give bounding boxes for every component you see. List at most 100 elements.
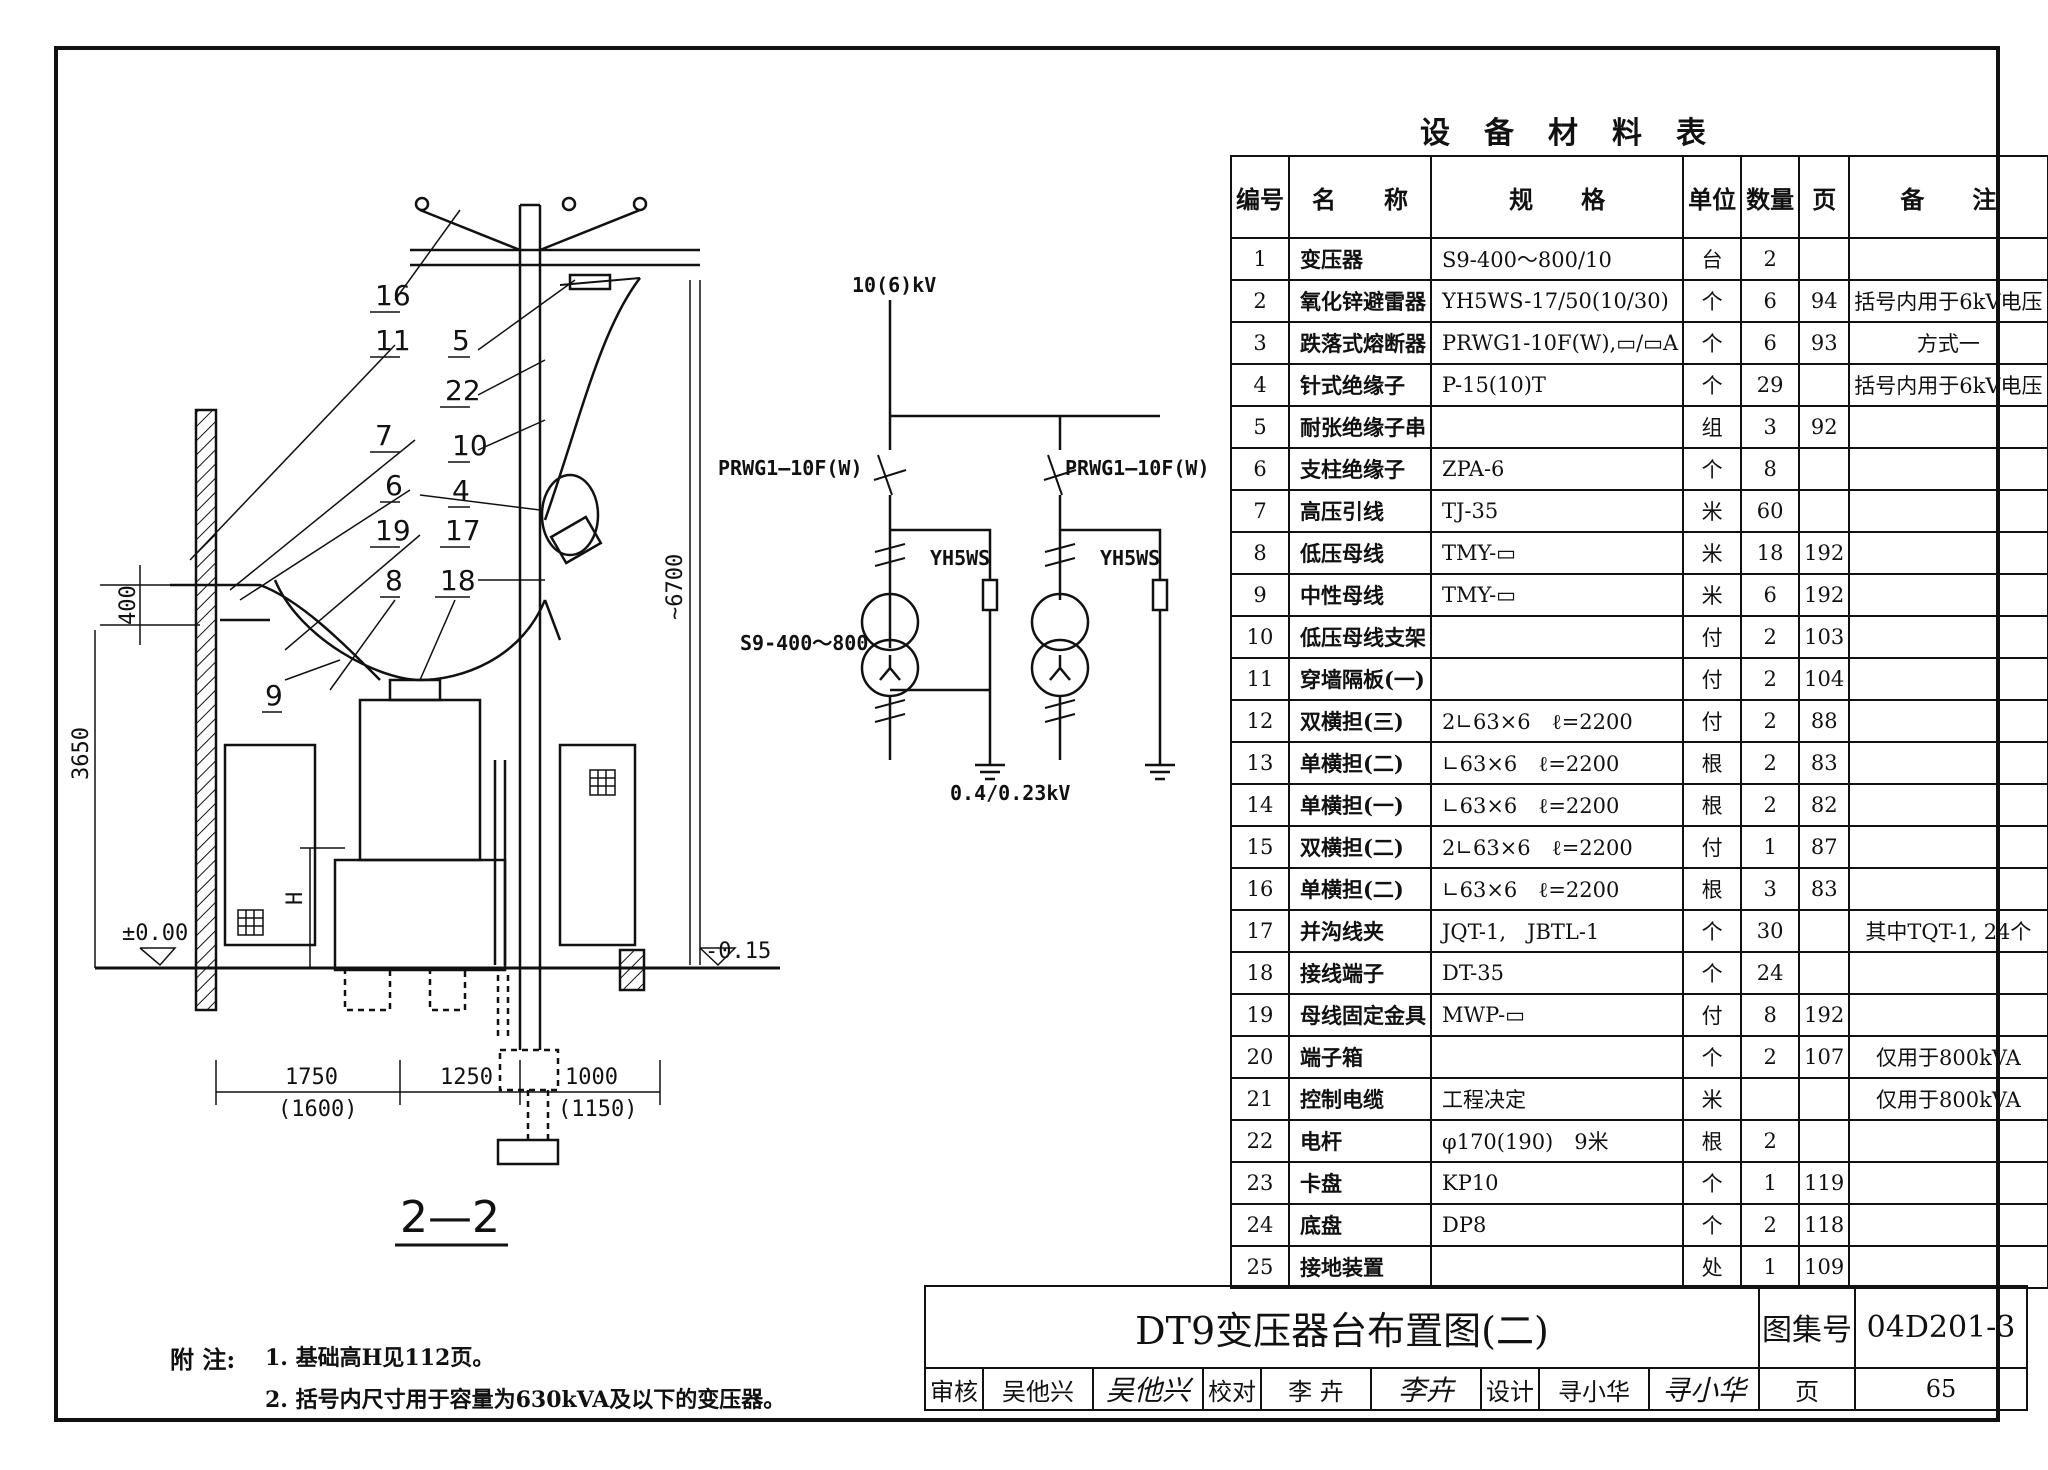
callout-4: 4: [452, 474, 470, 507]
col-unit: 个: [1682, 279, 1743, 323]
col-name: 电杆: [1288, 1119, 1432, 1163]
col-remark: [1848, 741, 2048, 785]
fuse-left-label: PRWG1—10F(W): [718, 456, 863, 480]
col-name: 接地装置: [1288, 1245, 1432, 1289]
reviewer-name: 吴他兴: [982, 1367, 1094, 1411]
col-unit: 付: [1682, 993, 1743, 1037]
col-unit: 米: [1682, 1077, 1743, 1121]
page-label: 页: [1758, 1367, 1856, 1411]
arrester-left-label: YH5WS: [930, 546, 990, 570]
col-qty: 2: [1740, 1035, 1801, 1079]
col-remark: [1848, 1119, 2048, 1163]
col-page: 118: [1798, 1203, 1851, 1247]
col-qty: 1: [1740, 1245, 1801, 1289]
col-remark: [1848, 573, 2048, 617]
col-name: 端子箱: [1288, 1035, 1432, 1079]
col-qty: 2: [1740, 699, 1801, 743]
col-page: [1798, 951, 1851, 995]
col-remark: [1848, 951, 2048, 995]
col-no: 9: [1230, 573, 1290, 617]
col-name: 氧化锌避雷器: [1288, 279, 1432, 323]
hv-bus: [888, 300, 1160, 418]
callout-18: 18: [440, 564, 476, 597]
transformer-right-primary: [1030, 592, 1090, 652]
title-block: DT9变压器台布置图(二) 图集号 04D201-3 审核 吴他兴 吴他兴 校对…: [924, 1285, 2028, 1411]
designer-name: 寻小华: [1538, 1367, 1650, 1411]
col-qty: 1: [1740, 1161, 1801, 1205]
col-no: 21: [1230, 1077, 1290, 1121]
col-name: 穿墙隔板(一): [1288, 657, 1432, 701]
col-qty: 6: [1740, 573, 1801, 617]
col-page: 109: [1798, 1245, 1851, 1289]
dim-1750: 1750: [285, 1065, 338, 1090]
col-spec: φ170(190) 9米: [1429, 1119, 1685, 1163]
col-qty: 2: [1740, 741, 1801, 785]
col-no: 3: [1230, 321, 1290, 365]
callout-22: 22: [445, 374, 481, 407]
fuse-right-label: PRWG1—10F(W): [1065, 456, 1210, 480]
checker-signature: 李卉: [1370, 1367, 1482, 1411]
section-view: [94, 196, 780, 1166]
atlas-number: 04D201-3: [1854, 1285, 2028, 1369]
col-qty: 3: [1740, 867, 1801, 911]
col-qty: 24: [1740, 951, 1801, 995]
col-unit: 个: [1682, 447, 1743, 491]
col-unit: 个: [1682, 909, 1743, 953]
note-item-2: 2. 括号内尺寸用于容量为630kVA及以下的变压器。: [265, 1387, 786, 1413]
callout-8: 8: [385, 564, 403, 597]
lv-voltage-label: 0.4/0.23kV: [950, 781, 1070, 805]
col-page: [1798, 237, 1851, 281]
page-number: 65: [1854, 1367, 2028, 1411]
col-qty: 2: [1740, 1203, 1801, 1247]
col-page: 107: [1798, 1035, 1851, 1079]
col-unit: 米: [1682, 531, 1743, 575]
col-qty: 8: [1740, 447, 1801, 491]
col-page: [1798, 1119, 1851, 1163]
level-zero: ±0.00: [122, 921, 188, 946]
col-qty: 6: [1740, 321, 1801, 365]
col-spec: 2∟63×6 ℓ=2200: [1429, 699, 1685, 743]
col-no: 19: [1230, 993, 1290, 1037]
col-header-spec: 规 格: [1429, 155, 1685, 239]
callout-5: 5: [452, 324, 470, 357]
section-title: 2—2: [400, 1192, 500, 1243]
dim-1250: 1250: [440, 1065, 493, 1090]
callout-17: 17: [445, 514, 481, 547]
col-no: 20: [1230, 1035, 1290, 1079]
hv-lead: [543, 277, 641, 521]
col-unit: 个: [1682, 1035, 1743, 1079]
col-unit: 付: [1682, 657, 1743, 701]
col-remark: [1848, 1161, 2048, 1205]
col-name: 耐张绝缘子串: [1288, 405, 1432, 449]
col-name: 并沟线夹: [1288, 909, 1432, 953]
col-page: 104: [1798, 657, 1851, 701]
foundation-right: [618, 948, 646, 992]
col-no: 12: [1230, 699, 1290, 743]
transformer-left-primary: [860, 592, 920, 652]
callout-16: 16: [375, 279, 411, 312]
col-name: 控制电缆: [1288, 1077, 1432, 1121]
col-spec: ZPA-6: [1429, 447, 1685, 491]
dim-6700: ~6700: [663, 554, 688, 620]
col-unit: 米: [1682, 489, 1743, 533]
schematic: [860, 300, 1175, 781]
col-unit: 个: [1682, 1161, 1743, 1205]
col-qty: 2: [1740, 783, 1801, 827]
lv-lead: [273, 579, 547, 682]
dim-h: H: [283, 892, 308, 905]
col-no: 16: [1230, 867, 1290, 911]
col-spec: S9-400～800/10: [1429, 237, 1685, 281]
col-remark: [1848, 993, 2048, 1037]
col-name: 接线端子: [1288, 951, 1432, 995]
col-name: 单横担(二): [1288, 741, 1432, 785]
col-page: [1798, 363, 1851, 407]
